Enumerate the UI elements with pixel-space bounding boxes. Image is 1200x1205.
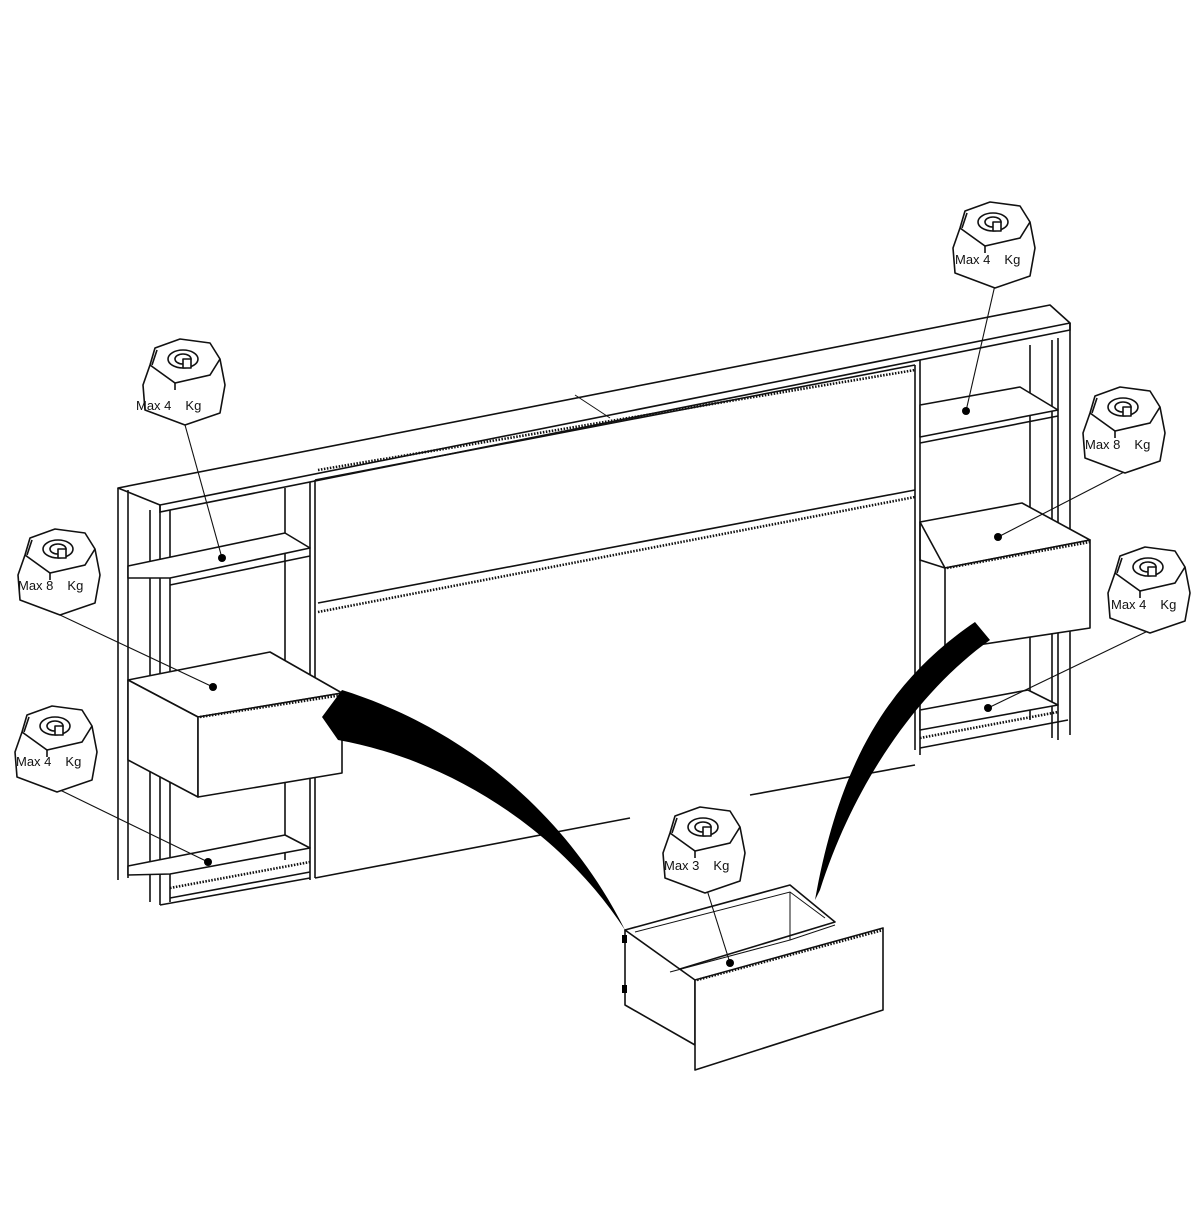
unit-label: Kg <box>1134 437 1151 452</box>
headboard-body <box>117 304 1071 879</box>
weight-kettlebell-icon <box>17 528 101 616</box>
right-drawer <box>919 502 1091 651</box>
max-load-value: Max 4 <box>1111 597 1147 612</box>
weight-kettlebell-icon <box>1082 386 1166 474</box>
arrow-left-drawer <box>322 690 625 930</box>
move-arrows <box>322 622 990 930</box>
max-load-value: Max 3 <box>664 858 700 873</box>
callout-right-drawer-top: Max 8 Kg <box>1085 437 1150 452</box>
weight-kettlebell-icon <box>14 705 98 793</box>
callout-drawer-inside: Max 3 Kg <box>664 858 729 873</box>
callout-top-right-shelf: Max 4 Kg <box>955 252 1020 267</box>
unit-label: Kg <box>65 754 82 769</box>
callout-bottom-right-shelf: Max 4 Kg <box>1111 597 1176 612</box>
unit-label: Kg <box>185 398 202 413</box>
max-load-value: Max 8 <box>1085 437 1121 452</box>
callout-bottom-left-shelf: Max 4 Kg <box>16 754 81 769</box>
max-load-value: Max 4 <box>955 252 991 267</box>
arrow-right-drawer <box>815 622 990 900</box>
unit-label: Kg <box>713 858 730 873</box>
unit-label: Kg <box>1004 252 1021 267</box>
unit-label: Kg <box>67 578 84 593</box>
left-drawer <box>127 651 343 798</box>
unit-label: Kg <box>1160 597 1177 612</box>
max-load-value: Max 8 <box>18 578 54 593</box>
weight-kettlebell-icon <box>1107 546 1191 634</box>
max-load-value: Max 4 <box>136 398 172 413</box>
callout-top-left-shelf: Max 4 Kg <box>136 398 201 413</box>
callout-left-drawer-top: Max 8 Kg <box>18 578 83 593</box>
weight-kettlebell-icon <box>952 201 1036 289</box>
weight-kettlebell-icon <box>662 806 746 894</box>
leader-lines <box>59 284 1151 967</box>
max-load-value: Max 4 <box>16 754 52 769</box>
open-drawer <box>622 884 884 1071</box>
